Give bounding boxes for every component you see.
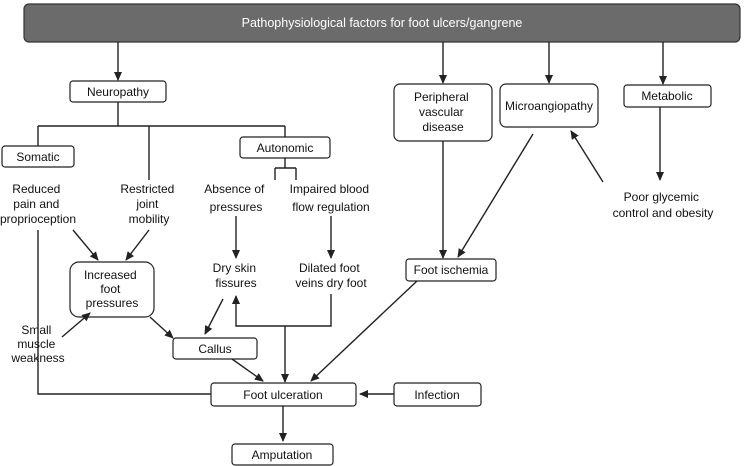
- foot-ulceration-label: Foot ulceration: [243, 388, 322, 402]
- dilated-veins-line: veins dry foot: [295, 276, 367, 290]
- edge-reduced-pressures: [72, 229, 99, 261]
- increased-pressures-line: pressures: [86, 296, 139, 310]
- edge-micro-ischemia: [457, 133, 534, 258]
- small-muscle-line: muscle: [17, 337, 55, 351]
- small-muscle-line: Small: [21, 323, 51, 337]
- dry-skin-line: Dry skin: [213, 261, 256, 275]
- autonomic-label: Autonomic: [257, 141, 314, 155]
- pvd-line: disease: [422, 120, 464, 134]
- absence-pressures-line: pressures: [210, 200, 263, 214]
- absence-pressures-label: Absence of pressures: [204, 182, 267, 214]
- pvd-line: Peripheral: [414, 90, 469, 104]
- reduced-pain-label: Reduced pain and proprioception: [0, 182, 76, 226]
- reduced-pain-line: proprioception: [0, 212, 76, 226]
- restricted-joint-line: joint: [135, 197, 159, 211]
- metabolic-label: Metabolic: [641, 89, 692, 103]
- pvd-line: vascular: [419, 105, 464, 119]
- restricted-joint-line: Restricted: [120, 182, 174, 196]
- neuropathy-label: Neuropathy: [87, 85, 149, 99]
- edge-muscle-pressures: [61, 312, 91, 338]
- infection-label: Infection: [414, 388, 459, 402]
- pvd-label: Peripheral vascular disease: [414, 90, 472, 134]
- impaired-blood-line: flow regulation: [292, 200, 369, 214]
- restricted-joint-label: Restricted joint mobility: [120, 182, 177, 226]
- amputation-label: Amputation: [252, 448, 313, 462]
- microangiopathy-label: Microangiopathy: [505, 99, 593, 113]
- header-bar: [23, 3, 741, 43]
- dilated-veins-line: Dilated foot: [299, 261, 360, 275]
- microangiopathy-box: [499, 83, 599, 128]
- absence-pressures-line: Absence of: [204, 182, 265, 196]
- reduced-pain-line: Reduced: [12, 182, 60, 196]
- edge-pressures-callus: [149, 316, 174, 339]
- dry-skin-label: Dry skin fissures: [213, 261, 260, 290]
- reduced-pain-line: pain and: [13, 197, 59, 211]
- edge-dilated-dryskin: [232, 294, 332, 327]
- edge-somatic-ulceration: [37, 230, 211, 395]
- poor-glycemic-label: Poor glycemic control and obesity: [613, 190, 714, 220]
- edge-dryskin-callus: [204, 298, 224, 335]
- dilated-veins-label: Dilated foot veins dry foot: [295, 261, 367, 290]
- callus-box: [172, 337, 258, 360]
- dry-skin-line: fissures: [215, 276, 256, 290]
- metabolic-box: [623, 84, 712, 108]
- impaired-blood-line: Impaired blood: [290, 182, 369, 196]
- increased-foot-pressures-box: [69, 261, 155, 318]
- poor-glycemic-line: Poor glycemic: [624, 190, 699, 204]
- foot-ischemia-label: Foot ischemia: [414, 263, 489, 277]
- header-title: Pathophysiological factors for foot ulce…: [242, 16, 523, 30]
- amputation-box: [231, 443, 334, 466]
- poor-glycemic-line: control and obesity: [613, 206, 714, 220]
- impaired-blood-label: Impaired blood flow regulation: [290, 182, 373, 214]
- increased-pressures-line: foot: [100, 282, 121, 296]
- edge-callus-ulceration: [231, 358, 264, 382]
- edge-restricted-pressures: [125, 229, 150, 261]
- foot-ischemia-box: [405, 258, 497, 282]
- increased-pressures-line: Increased: [84, 268, 137, 282]
- callus-label: Callus: [198, 342, 231, 356]
- increased-pressures-label: Increased foot pressures: [84, 268, 140, 310]
- restricted-joint-line: mobility: [129, 212, 170, 226]
- edge-glycemic-micro: [570, 130, 604, 183]
- edge-ischemia-ulceration: [310, 280, 418, 382]
- somatic-label: Somatic: [16, 150, 59, 164]
